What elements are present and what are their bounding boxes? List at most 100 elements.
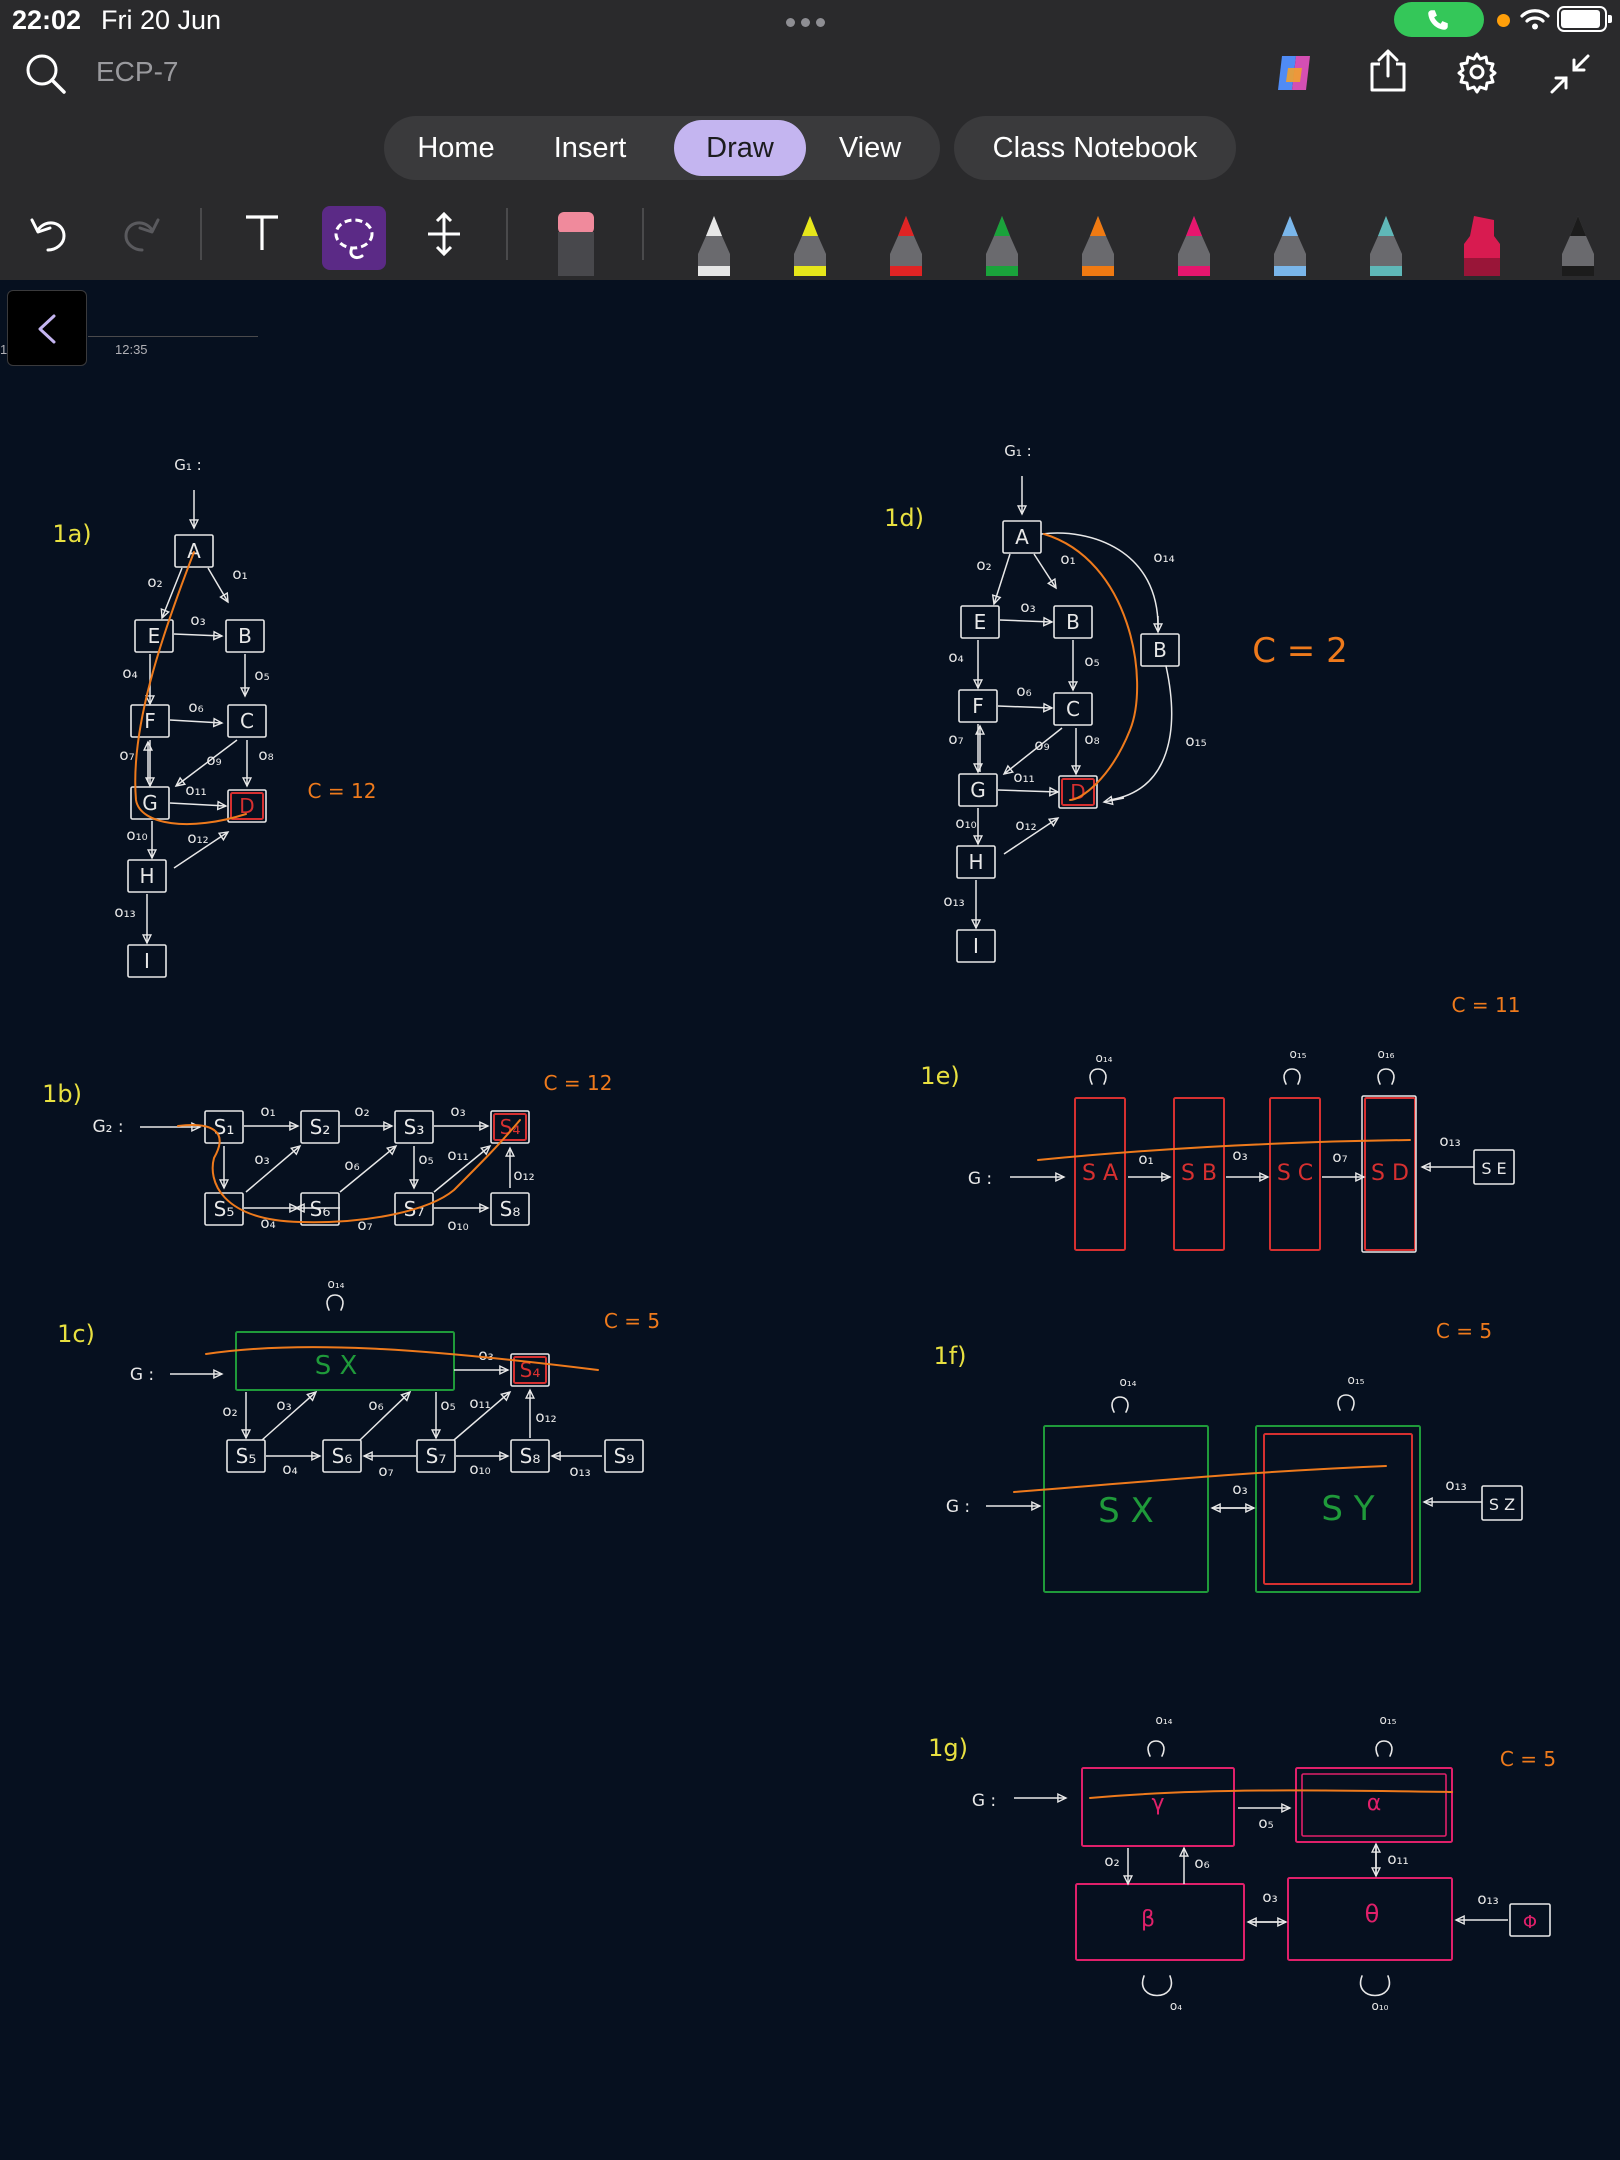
pink-pen[interactable] <box>1174 214 1214 276</box>
eraser-icon[interactable] <box>556 210 596 278</box>
ink-label-o4: o₄ <box>122 664 137 682</box>
search-icon[interactable] <box>24 52 68 96</box>
ink-label-o3: o₃ <box>1232 1146 1247 1164</box>
black-pen[interactable] <box>1558 214 1598 276</box>
state-label-C: C <box>1066 697 1080 721</box>
tab-draw[interactable]: Draw <box>674 120 806 176</box>
ink-label-o3: o₃ <box>450 1102 465 1120</box>
arrow-head-icon <box>219 591 229 604</box>
share-icon[interactable] <box>1366 48 1410 94</box>
status-date: Fri 20 Jun <box>101 5 222 35</box>
battery-icon <box>1557 6 1612 32</box>
arrow-head-icon <box>1102 795 1114 806</box>
back-button[interactable] <box>7 290 87 366</box>
ink-label-o16: o₁₆ <box>1378 1047 1395 1061</box>
state-label-S6: S₆ <box>310 1197 331 1221</box>
super-state-sa-1e <box>1074 1097 1126 1251</box>
arrow-head-icon <box>1420 1161 1431 1173</box>
super-state-theta-1g <box>1287 1877 1453 1961</box>
ink-label-o12: o₁₂ <box>513 1166 534 1184</box>
ink-label-o4: o₄ <box>948 648 963 666</box>
state-label-sz-1f: S Z <box>1489 1495 1515 1514</box>
state-label-H: H <box>968 850 983 874</box>
yellow-pen[interactable] <box>790 214 830 276</box>
arrow-line <box>1103 797 1125 803</box>
state-highlight-S4 <box>513 1356 547 1384</box>
self-loop <box>1283 1068 1301 1085</box>
state-box-I <box>127 944 167 978</box>
state-label-A: A <box>1015 525 1029 549</box>
undo-icon[interactable] <box>26 210 72 256</box>
collapse-icon[interactable] <box>1548 52 1592 96</box>
arrow-head-icon <box>1355 1171 1366 1183</box>
super-state-sx-1c <box>235 1331 455 1391</box>
green-pen[interactable] <box>982 214 1022 276</box>
problem-label-1a: 1a) <box>52 520 91 548</box>
magenta-highlighter[interactable] <box>1462 214 1502 276</box>
light-blue-pen[interactable] <box>1270 214 1310 276</box>
ink-label-o12: o₁₂ <box>1015 816 1036 834</box>
ink-label-o6: o₆ <box>368 1396 383 1414</box>
ink-label-o15: o₁₅ <box>1348 1373 1365 1387</box>
copilot-icon[interactable] <box>1272 50 1318 96</box>
state-box-S8 <box>510 1439 550 1473</box>
redo-icon[interactable] <box>118 210 164 256</box>
ink-label-o4: o₄ <box>282 1460 297 1478</box>
state-box-S3 <box>394 1110 434 1144</box>
cost-label-1b: C = 12 <box>544 1071 613 1095</box>
orange-pen[interactable] <box>1078 214 1118 276</box>
ink-label-o12: o₁₂ <box>187 829 208 847</box>
arrow-head-icon <box>294 1202 305 1214</box>
document-title[interactable]: ECP-7 <box>96 56 179 87</box>
problem-label-1c: 1c) <box>57 1320 95 1348</box>
teal-pen[interactable] <box>1366 214 1406 276</box>
red-pen[interactable] <box>886 214 926 276</box>
arrow-line <box>161 567 183 619</box>
tab-home[interactable]: Home <box>417 132 495 164</box>
tab-view[interactable]: View <box>838 132 902 164</box>
state-box-B <box>225 619 265 653</box>
arrow-head-icon <box>1057 1792 1068 1804</box>
arrow-head-icon <box>970 919 982 930</box>
arrow-head-icon <box>218 1179 230 1190</box>
super-state-sb-1e <box>1173 1097 1225 1251</box>
lasso-select-button[interactable] <box>322 206 386 270</box>
state-highlight-sd-1e <box>1361 1095 1417 1253</box>
ink-label-o7: o₇ <box>378 1462 393 1480</box>
state-label-B: B <box>238 624 252 648</box>
insert-space-icon[interactable] <box>424 210 464 258</box>
ink-label-o7: o₇ <box>948 730 963 748</box>
graph-label-g1-1d: G₁ : <box>1004 442 1031 460</box>
super-state-sd-1e <box>1364 1097 1416 1251</box>
tab-insert[interactable]: Insert <box>553 132 627 164</box>
state-box-C <box>227 704 267 738</box>
ink-label-o11: o₁₁ <box>447 1146 468 1164</box>
arrow-head-icon <box>1210 1502 1221 1514</box>
white-pen[interactable] <box>694 214 734 276</box>
arrow-head-icon <box>1067 681 1079 692</box>
text-tool-icon[interactable] <box>242 212 282 254</box>
gear-icon[interactable] <box>1455 50 1499 94</box>
arrow-head-icon <box>972 679 984 690</box>
arrow-head-icon <box>212 717 224 728</box>
state-box-phi-1g <box>1509 1903 1551 1937</box>
multitasking-dots-icon[interactable] <box>786 14 831 32</box>
state-label-S6: S₆ <box>332 1444 353 1468</box>
ink-label-o7: o₇ <box>1332 1148 1347 1166</box>
arrow-head-icon <box>1002 764 1015 776</box>
active-call-indicator[interactable] <box>1394 2 1484 37</box>
arrow-head-icon <box>1422 1496 1433 1508</box>
ink-label-o11: o₁₁ <box>1387 1850 1408 1868</box>
state-label-theta-1g: θ <box>1365 1900 1380 1928</box>
tab-class-notebook[interactable]: Class Notebook <box>954 116 1236 180</box>
ink-label-o3: o₃ <box>1232 1480 1247 1498</box>
ink-label-o14: o₁₄ <box>1153 548 1174 566</box>
state-label-S3: S₃ <box>404 1115 425 1139</box>
ink-label-o7: o₇ <box>119 746 134 764</box>
self-loop <box>1375 1740 1393 1757</box>
ink-label-o5: o₅ <box>1258 1814 1273 1832</box>
self-loop <box>1111 1396 1129 1413</box>
state-highlight-S4 <box>493 1113 527 1141</box>
